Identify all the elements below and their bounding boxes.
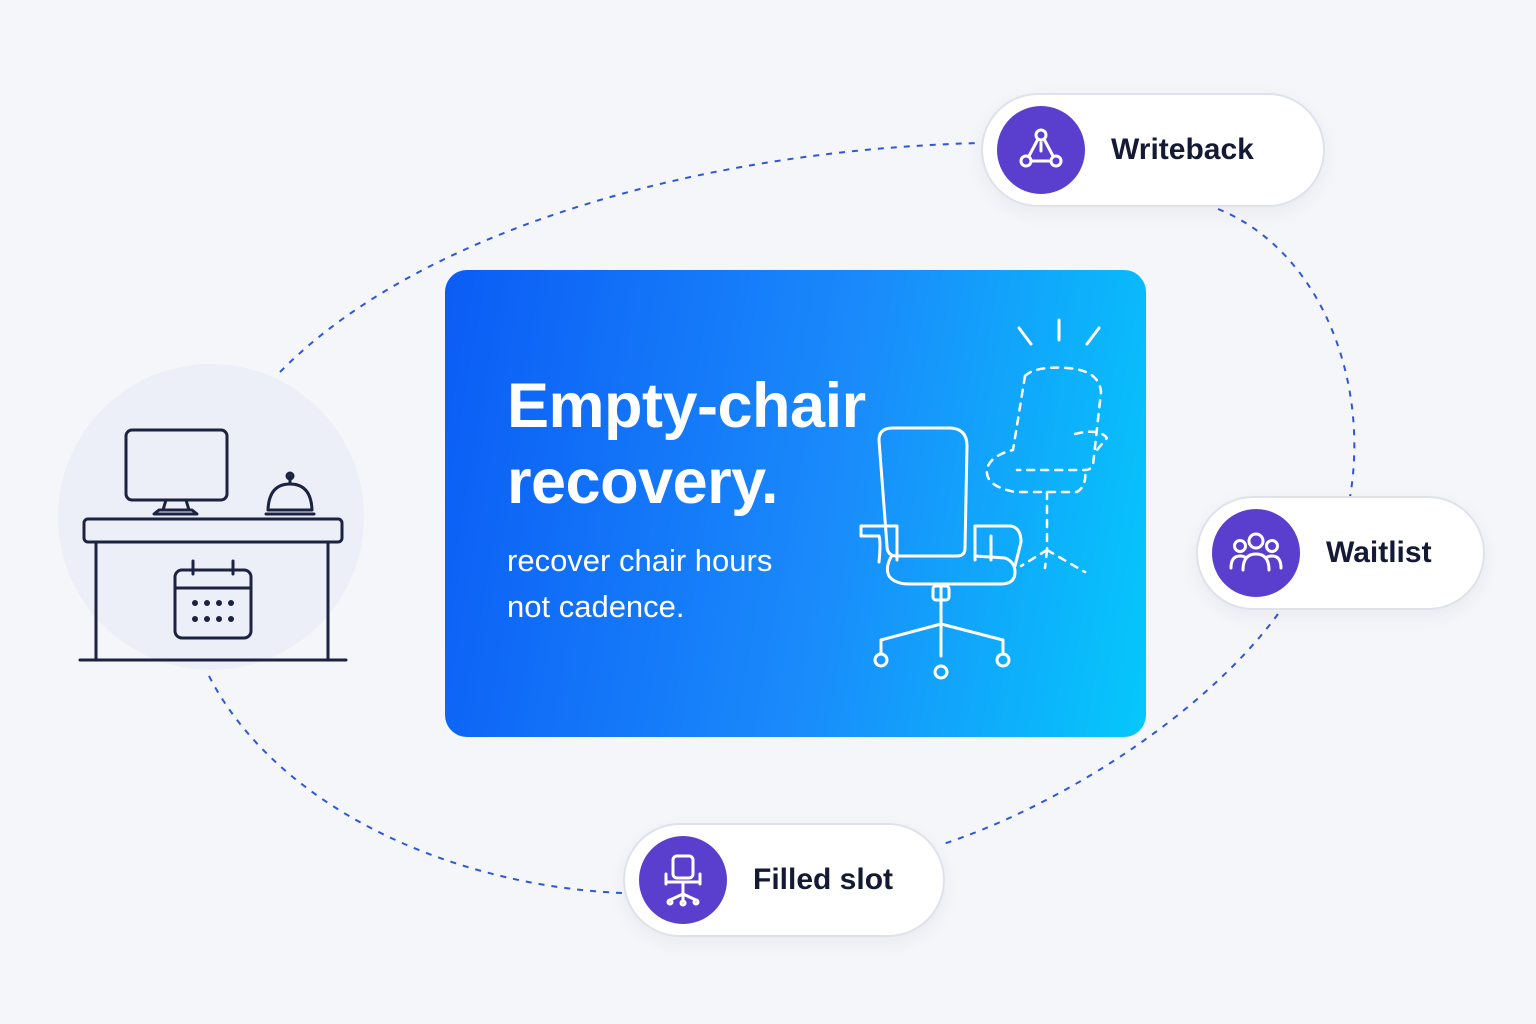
webhook-icon bbox=[1019, 128, 1063, 168]
chair-icon bbox=[664, 854, 702, 907]
front-desk-node bbox=[58, 364, 364, 670]
ghost-chair-icon bbox=[985, 366, 1109, 574]
office-chair-icon bbox=[859, 426, 1023, 680]
front-desk-icon bbox=[78, 428, 348, 662]
chair-illustration bbox=[859, 318, 1109, 680]
hero-card: Empty-chair recovery. recover chair hour… bbox=[445, 270, 1146, 737]
people-group-icon bbox=[1229, 532, 1283, 572]
waitlist-label: Waitlist bbox=[1326, 536, 1432, 569]
filled-slot-node[interactable]: Filled slot bbox=[623, 823, 945, 937]
hero-title: Empty-chair recovery. bbox=[507, 371, 866, 517]
sparkle-icon bbox=[1017, 318, 1101, 346]
waitlist-node[interactable]: Waitlist bbox=[1196, 496, 1485, 610]
writeback-label: Writeback bbox=[1111, 133, 1254, 166]
hero-subtitle: recover chair hours not cadence. bbox=[507, 543, 773, 624]
filled-slot-label: Filled slot bbox=[753, 863, 894, 896]
waitlist-badge bbox=[1212, 509, 1300, 597]
writeback-node[interactable]: Writeback bbox=[981, 93, 1325, 207]
writeback-badge bbox=[997, 106, 1085, 194]
filled-slot-badge bbox=[639, 836, 727, 924]
